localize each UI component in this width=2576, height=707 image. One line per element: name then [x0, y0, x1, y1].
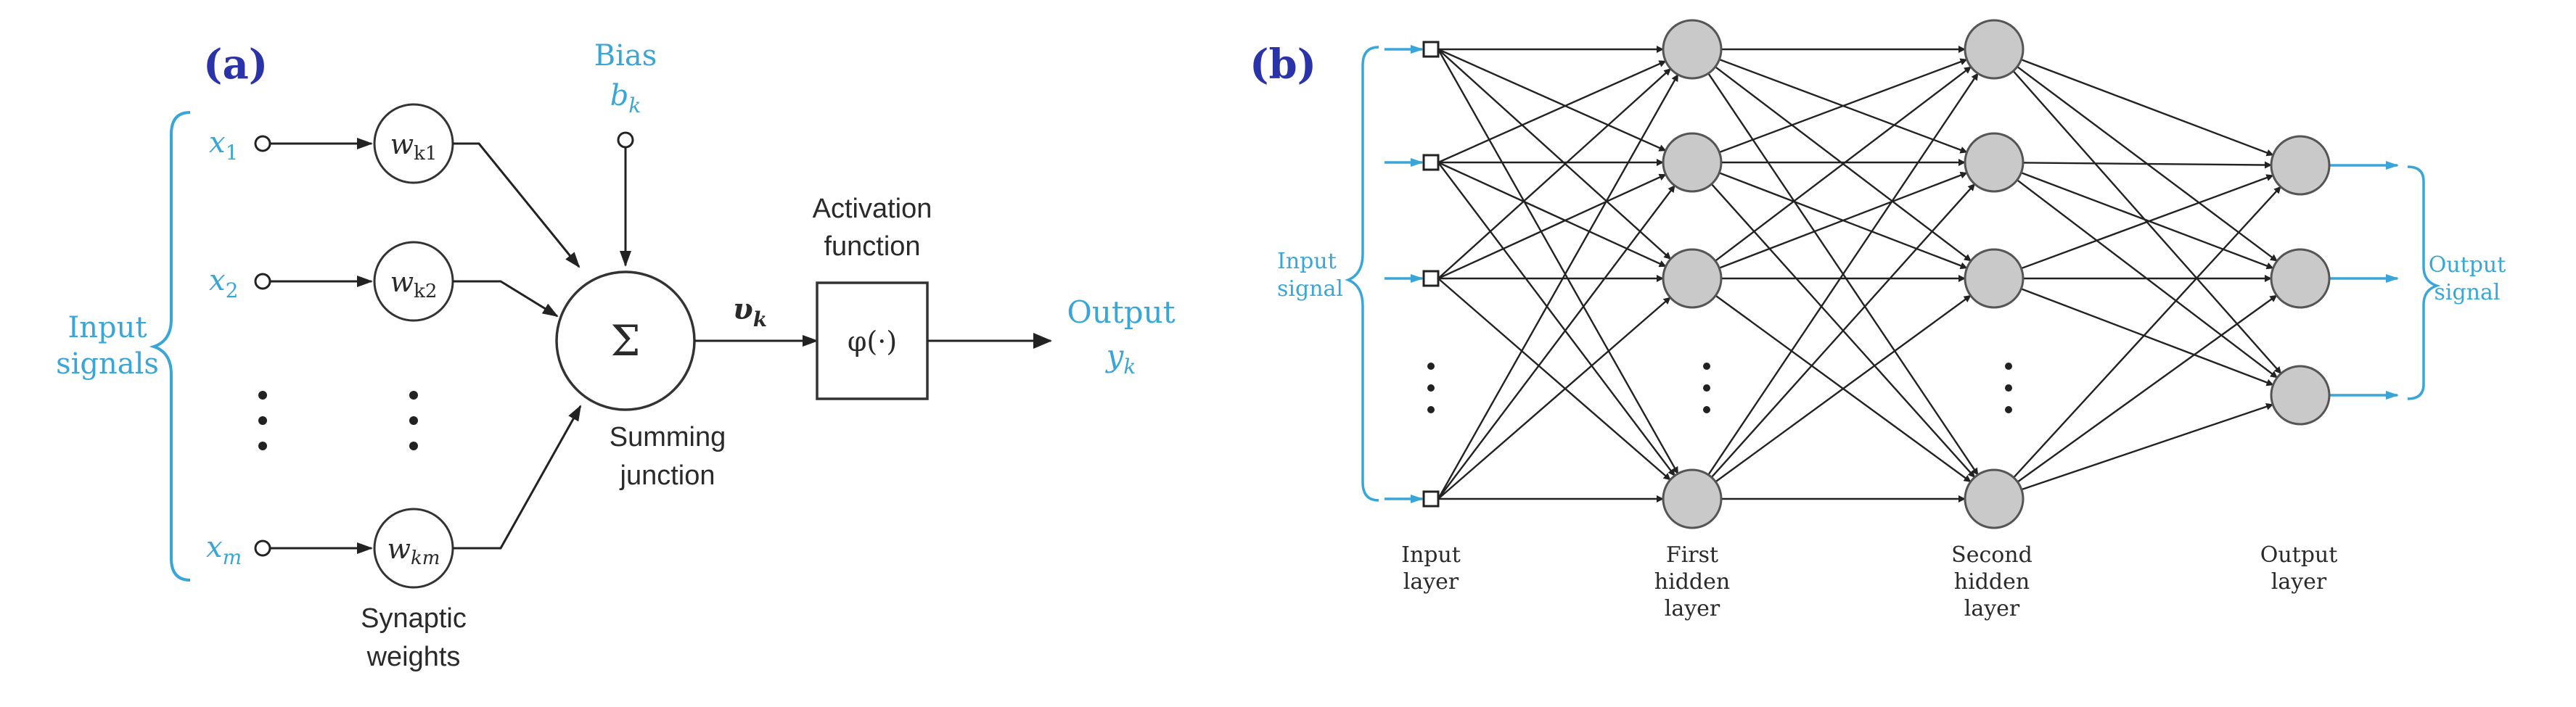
connection-input-hidden1: [1437, 49, 1679, 475]
connection-hidden1-hidden2: [1707, 73, 1979, 476]
output-signal-label: Output: [2429, 252, 2506, 278]
output-layer-caption: Output: [2260, 542, 2338, 568]
bias-symbol: bk: [610, 79, 641, 117]
synaptic-weights-label-line2: weights: [366, 642, 461, 672]
connection-hidden1-hidden2: [1715, 66, 1972, 262]
connection-hidden2-output: [2020, 59, 2274, 157]
input-layer-caption: Input: [1401, 542, 1461, 568]
bias-terminal: [617, 131, 634, 149]
input-xm-terminal: [254, 539, 271, 557]
connection-hidden1-hidden2: [1718, 171, 1968, 269]
summing-junction-label: Summing: [610, 422, 726, 452]
input-layer-node: [1422, 270, 1440, 287]
connection-hidden2-output: [2013, 186, 2281, 479]
panel-b-label: (b): [1250, 41, 1316, 88]
hidden2-caption-line2: hidden: [1954, 569, 2030, 595]
connection-hidden1-hidden2: [1719, 58, 1968, 154]
hidden1-caption-line3: layer: [1665, 596, 1720, 621]
connection-input-hidden1: [1437, 48, 1667, 152]
output-neuron: [2270, 365, 2331, 426]
input-layer-node: [1422, 490, 1440, 508]
hidden2-caption-line3: layer: [1964, 596, 2020, 621]
hidden1-neuron: [1662, 19, 1723, 80]
input-signal-brace: [1345, 46, 1379, 502]
weight-k2-label: wk2: [390, 266, 438, 302]
connection-input-hidden1: [1437, 297, 1671, 500]
activation-function-box: [816, 281, 929, 400]
connection-hidden2-output: [2020, 172, 2274, 270]
connection-hidden2-output: [2017, 294, 2278, 483]
synaptic-weights-label: Synaptic: [361, 603, 467, 634]
output-symbol: yk: [1105, 338, 1136, 379]
sum-symbol: Σ: [610, 316, 640, 365]
output-neuron: [2270, 248, 2331, 309]
connection-input-hidden1: [1437, 173, 1667, 280]
input-signals-label-line2: signals: [56, 347, 159, 381]
connection-hidden2-output: [2021, 174, 2274, 270]
panel-a-single-neuron: (a) Input signals x1 wk1 x2 wk2 xm wkm: [56, 39, 1176, 672]
output-neuron: [2270, 135, 2331, 196]
hidden2-caption: Second: [1951, 542, 2033, 568]
connection-input-hidden1: [1437, 67, 1672, 279]
hidden1-ellipsis: [1703, 363, 1710, 413]
input-ellipsis: [258, 391, 267, 450]
activation-label-line2: function: [824, 231, 920, 262]
hidden1-caption-line2: hidden: [1654, 569, 1730, 595]
output-title: Output: [1067, 294, 1175, 330]
panel-b-multilayer-network: (b) Input signal Output signal Input lay…: [1250, 19, 2506, 621]
input-x1-label: x1: [209, 126, 238, 165]
input-layer-node: [1422, 41, 1440, 58]
input-xm-label: xm: [206, 531, 242, 569]
connection-hidden2-output: [2022, 161, 2273, 169]
phi-label: φ(·): [848, 326, 897, 357]
hidden1-caption: First: [1666, 542, 1718, 568]
hidden2-ellipsis: [2005, 363, 2012, 413]
connection-input-hidden1: [1437, 278, 1671, 481]
input-layer-ellipsis: [1427, 363, 1435, 413]
input-x2-terminal: [254, 273, 271, 290]
hidden1-neuron: [1662, 468, 1723, 529]
output-signal-brace: [2407, 165, 2441, 400]
input-x1-terminal: [254, 135, 271, 152]
summing-junction-label-line2: junction: [620, 460, 715, 491]
input-layer-node: [1422, 154, 1440, 171]
connection-hidden2-output: [2021, 402, 2274, 491]
input-signals-brace: [149, 111, 191, 582]
input-signal-label: Input: [1277, 249, 1337, 274]
weight-km-label: wkm: [387, 533, 440, 569]
weight-k1-label: wk1: [390, 128, 438, 165]
connection-input-hidden1: [1437, 162, 1675, 476]
induced-field-label: υk: [733, 292, 767, 331]
network-nodes: [1422, 19, 2331, 529]
connection-input-hidden1: [1437, 185, 1675, 500]
activation-label: Activation: [813, 194, 932, 224]
connection-hidden1-hidden2: [1715, 294, 1972, 483]
network-connections: [1385, 45, 2399, 503]
hidden2-neuron: [1964, 19, 2025, 80]
panel-a-label: (a): [203, 41, 268, 88]
connection-hidden2-output: [2020, 288, 2274, 386]
hidden2-neuron: [1964, 468, 2025, 529]
weight-ellipsis: [409, 391, 418, 450]
connection-input-hidden1: [1437, 60, 1667, 164]
output-layer-caption-line2: layer: [2271, 569, 2327, 595]
connection-input-hidden1: [1437, 49, 1672, 260]
connection-input-hidden1: [1437, 73, 1679, 500]
bias-title: Bias: [594, 39, 657, 73]
hidden2-neuron: [1964, 132, 2025, 193]
connection-hidden1-hidden2: [1710, 183, 1976, 479]
input-layer-caption-line2: layer: [1403, 569, 1459, 595]
input-signal-label-line2: signal: [1277, 276, 1343, 302]
hidden1-neuron: [1662, 132, 1723, 193]
hidden2-neuron: [1964, 248, 2025, 309]
input-x2-label: x2: [209, 264, 238, 302]
hidden1-neuron: [1662, 248, 1723, 309]
output-signal-label-line2: signal: [2435, 280, 2501, 305]
input-signals-label: Input: [67, 311, 147, 344]
